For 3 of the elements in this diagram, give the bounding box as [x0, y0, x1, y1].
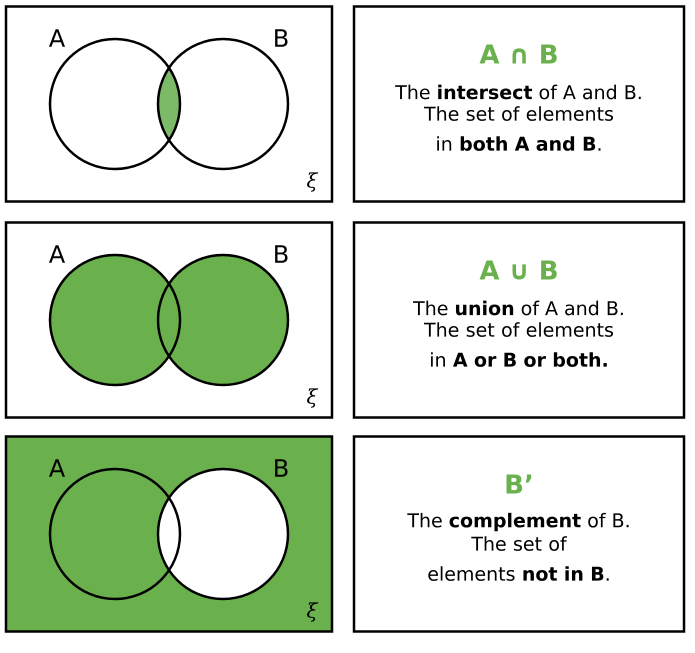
description-card: B’ The complement of B. The set of elements not in B.	[352, 435, 686, 633]
description-card: A ∩ B The intersect of A and B. The set of elements in both A and B.	[352, 5, 686, 203]
description-card: A ∪ B The union of A and B. The set of elements in A or B or both.	[352, 221, 686, 419]
